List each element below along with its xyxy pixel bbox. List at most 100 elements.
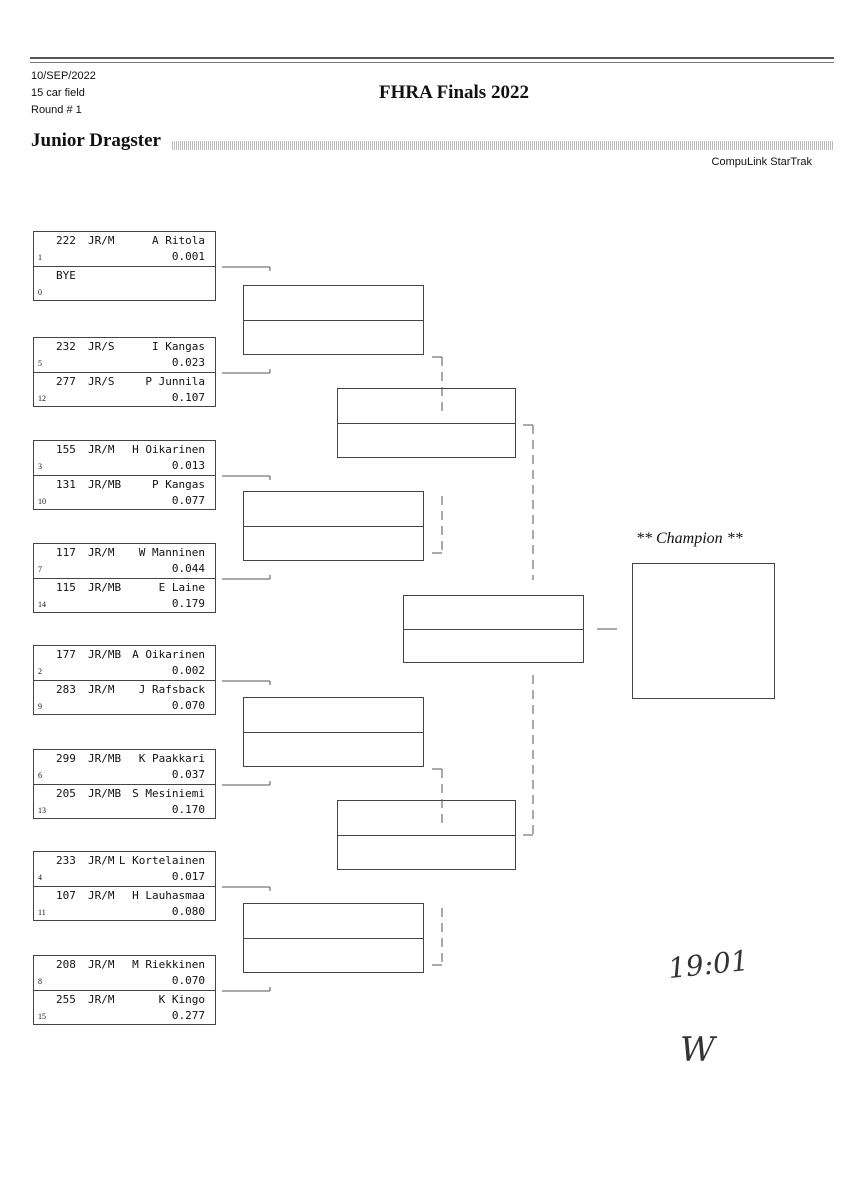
competitor-row: 131 JR/MB P Kangas 0.077 10 [34,475,215,510]
event-title: FHRA Finals 2022 [379,82,529,103]
driver-name: H Lauhasmaa [132,889,205,902]
reaction-time: 0.023 [171,356,205,369]
reaction-time: 0.080 [171,905,205,918]
champion-label: ** Champion ** [636,530,743,547]
seed-number: 2 [38,667,42,676]
field-size: 15 car field [31,87,85,99]
car-number: 177 [56,648,76,661]
match-box: 299 JR/MB K Paakkari 0.037 6 205 JR/MB S Mesini… [33,749,216,819]
driver-name: A Oikarinen [132,648,205,661]
round-2-box [243,697,424,767]
car-number: 205 [56,787,76,800]
competitor-row: 299 JR/MB K Paakkari 0.037 6 [34,750,215,784]
car-class: JR/M [88,234,115,247]
car-class: JR/M [88,958,115,971]
car-class: JR/M [88,993,115,1006]
car-class: JR/MB [88,648,122,661]
semifinal-box [337,800,516,870]
seed-number: 13 [38,806,46,815]
top-rule [30,57,834,59]
seed-number: 7 [38,565,42,574]
seed-number: 8 [38,977,42,986]
car-number: 208 [56,958,76,971]
dotted-leader [172,141,834,150]
seed-number: 10 [38,497,46,506]
reaction-time: 0.070 [171,699,205,712]
reaction-time: 0.170 [171,803,205,816]
competitor-row: 232 JR/S I Kangas 0.023 5 [34,338,215,372]
car-number: 255 [56,993,76,1006]
handwritten-initials: W [680,1030,715,1070]
round-2-box [243,903,424,973]
seed-number: 15 [38,1012,46,1021]
car-number: 283 [56,683,76,696]
driver-name: P Junnila [145,375,205,388]
car-class: JR/M [88,443,115,456]
car-class: JR/S [88,340,115,353]
match-box: 177 JR/MB A Oikarinen 0.002 2 283 JR/M J Rafsba… [33,645,216,715]
software-credit: CompuLink StarTrak [711,156,812,168]
event-date: 10/SEP/2022 [31,70,96,82]
car-class: JR/MB [88,581,122,594]
car-number: 107 [56,889,76,902]
seed-number: 6 [38,771,42,780]
class-title: Junior Dragster [31,130,161,151]
competitor-row: 208 JR/M M Riekkinen 0.070 8 [34,956,215,990]
car-class: JR/MB [88,478,122,491]
driver-name: K Paakkari [138,752,205,765]
reaction-time: 0.070 [171,974,205,987]
car-number: 233 [56,854,76,867]
driver-name: M Riekkinen [132,958,205,971]
seed-number: 3 [38,462,42,471]
seed-number: 5 [38,359,42,368]
car-class: JR/M [88,683,115,696]
reaction-time: 0.277 [171,1009,205,1022]
seed-number: 12 [38,394,46,403]
driver-name: L Kortelainen [118,854,205,867]
reaction-time: 0.037 [171,768,205,781]
driver-name: I Kangas [152,340,205,353]
competitor-row: 283 JR/M J Rafsback 0.070 9 [34,680,215,715]
seed-number: 1 [38,253,42,262]
competitor-row: 177 JR/MB A Oikarinen 0.002 2 [34,646,215,680]
driver-name: W Manninen [138,546,205,559]
semifinal-box [337,388,516,458]
seed-number: 4 [38,873,42,882]
round-2-box [243,491,424,561]
car-class: JR/MB [88,752,122,765]
driver-name: H Oikarinen [132,443,205,456]
car-class: JR/M [88,546,115,559]
driver-name: P Kangas [152,478,205,491]
car-number: BYE [56,269,76,282]
round-number: Round # 1 [31,104,82,116]
driver-name: S Mesiniemi [132,787,205,800]
top-rule-thin [30,62,834,63]
driver-name: J Rafsback [138,683,205,696]
seed-number: 9 [38,702,42,711]
reaction-time: 0.001 [171,250,205,263]
reaction-time: 0.107 [171,391,205,404]
car-number: 299 [56,752,76,765]
car-class: JR/M [88,854,115,867]
reaction-time: 0.002 [171,664,205,677]
reaction-time: 0.077 [171,494,205,507]
car-number: 232 [56,340,76,353]
reaction-time: 0.013 [171,459,205,472]
car-number: 131 [56,478,76,491]
final-box [403,595,584,663]
